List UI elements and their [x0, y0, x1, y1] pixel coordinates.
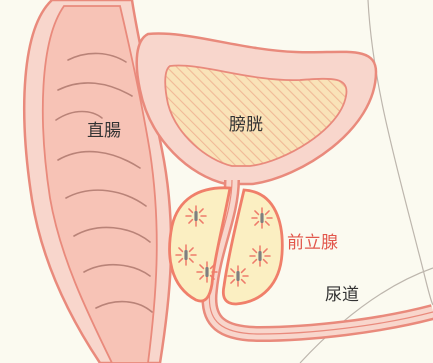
sparkle-icon: [176, 245, 196, 265]
prostate-label: 前立腺: [287, 233, 338, 253]
sparkle-icon: [228, 266, 248, 286]
bladder-label: 膀胱: [229, 115, 263, 135]
sparkle-icon: [197, 262, 217, 282]
rectum-label: 直腸: [87, 121, 121, 141]
sparkle-icon: [250, 246, 270, 266]
sparkle-icon: [252, 208, 272, 228]
urethra-label: 尿道: [325, 285, 359, 305]
sparkle-icon: [186, 206, 206, 226]
